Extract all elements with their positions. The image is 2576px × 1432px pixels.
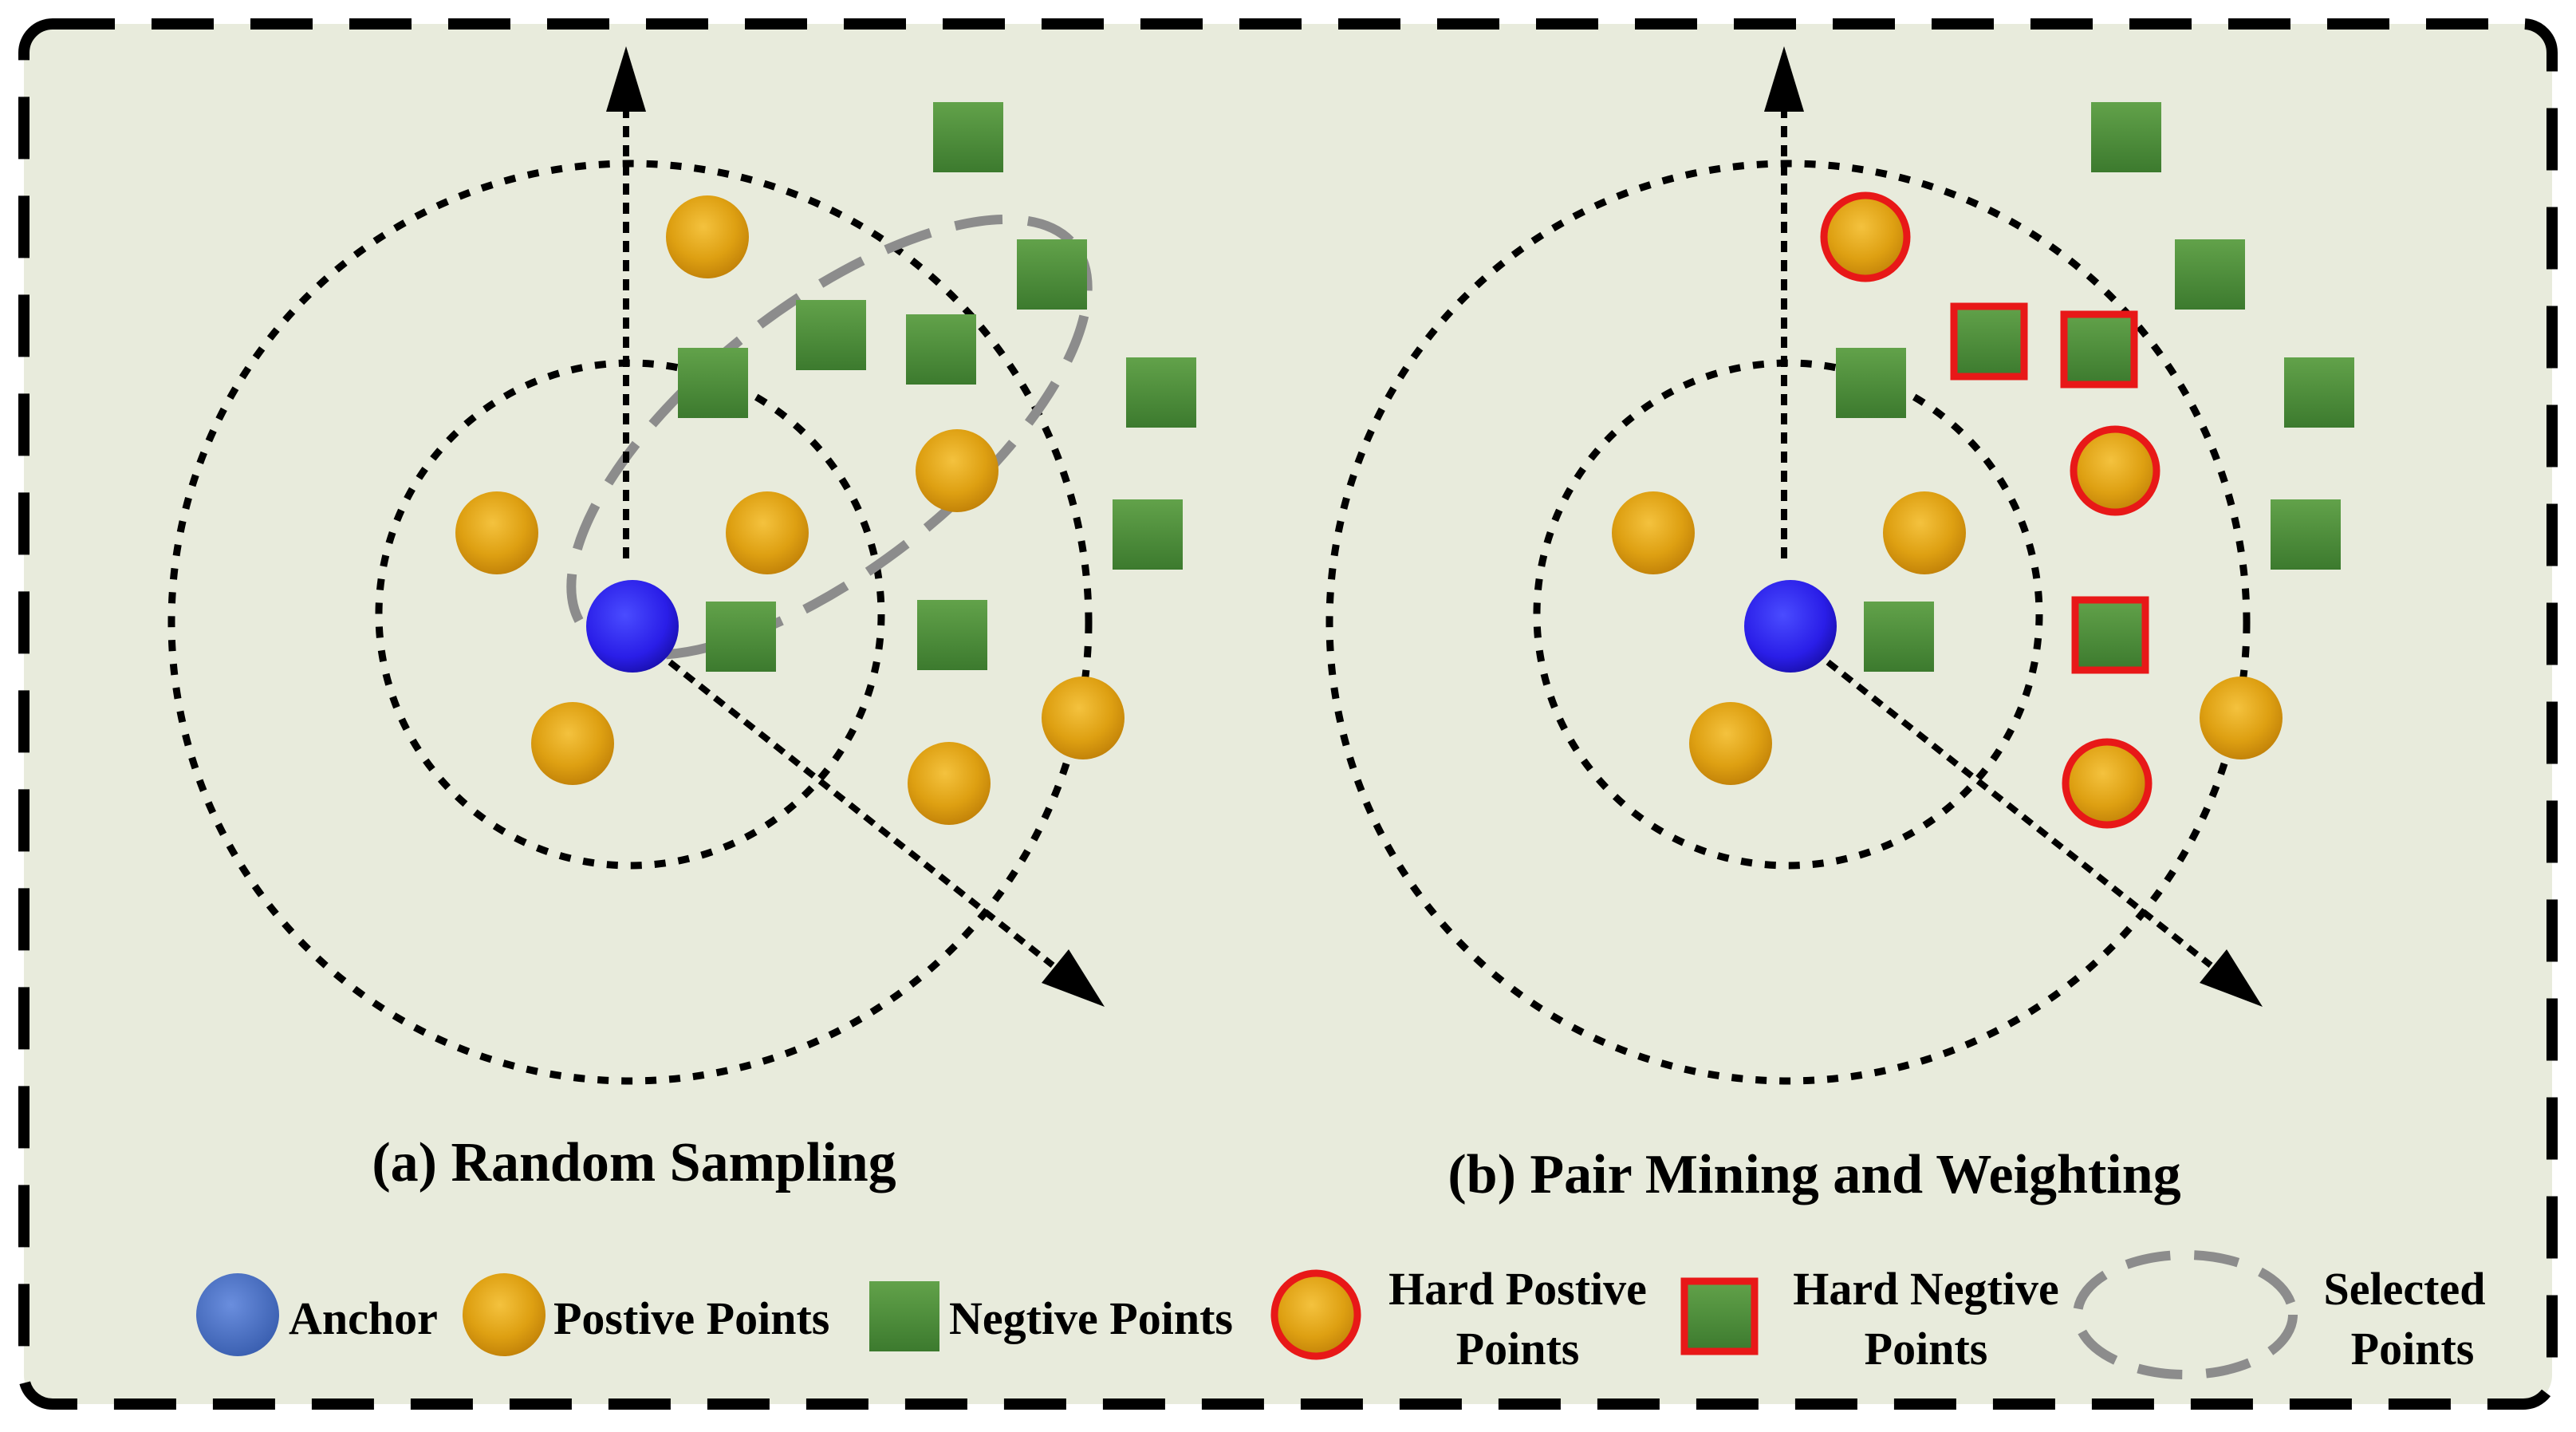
legend-positive-icon [463, 1273, 546, 1356]
legend-hard-negative-label-line2: Points [1865, 1323, 1988, 1375]
hard-positive-point [2062, 738, 2153, 829]
hard-negative-point [2071, 596, 2149, 674]
panel-pair-mining-weighting: (b) Pair Mining and Weighting [1325, 46, 2354, 1205]
legend-hard-positive-label-line1: Hard Postive [1388, 1263, 1647, 1315]
negative-point [1126, 357, 1196, 428]
outer-distance-circle [1325, 160, 2251, 1085]
legend-hard-negative-icon [1680, 1277, 1759, 1355]
diagonal-arrowhead [1042, 949, 1105, 1007]
negative-point [933, 102, 1003, 172]
negative-point [2271, 499, 2341, 570]
diagonal-axis-arrow [668, 659, 1055, 968]
hard-negative-point [1950, 302, 2028, 381]
legend: Anchor Postive Points Negtive Points Har… [196, 1250, 2486, 1379]
legend-selected-icon [2073, 1250, 2298, 1379]
outer-distance-circle [167, 160, 1093, 1085]
negative-point [2284, 357, 2354, 428]
positive-point [1883, 491, 1966, 574]
legend-negative-icon [869, 1281, 939, 1351]
legend-hard-negative-label-line1: Hard Negtive [1793, 1263, 2058, 1315]
anchor-point [586, 580, 679, 673]
negative-point [1836, 348, 1906, 418]
legend-hard-positive-icon [1270, 1269, 1361, 1360]
panel-random-sampling: (a) Random Sampling [167, 46, 1196, 1193]
legend-anchor-label: Anchor [289, 1292, 438, 1344]
legend-selected-label-line2: Points [2351, 1323, 2475, 1375]
legend-hard-positive-label-line2: Points [1456, 1323, 1580, 1375]
positive-point [1042, 677, 1125, 759]
legend-anchor-icon [196, 1273, 279, 1356]
positive-point [916, 429, 998, 512]
hard-negative-point [2060, 310, 2138, 389]
vertical-arrowhead [1764, 46, 1804, 112]
negative-point [796, 300, 866, 370]
negative-point [1017, 239, 1087, 310]
positive-point [455, 491, 538, 574]
hard-negative-points [1950, 302, 2149, 674]
positive-point [1612, 491, 1695, 574]
positive-point [908, 742, 991, 825]
legend-selected-label-line1: Selected [2324, 1263, 2486, 1315]
negative-points [1836, 102, 2354, 672]
positive-point [666, 195, 749, 278]
negative-point [917, 600, 987, 670]
negative-point [706, 602, 776, 672]
legend-positive-label: Postive Points [553, 1292, 829, 1344]
anchor-point [1744, 580, 1837, 673]
negative-point [1113, 499, 1183, 570]
positive-point [2200, 677, 2283, 759]
negative-point [906, 314, 976, 385]
hard-positive-point [2070, 425, 2160, 516]
background-frame [18, 18, 2558, 1410]
diagonal-arrowhead [2200, 949, 2263, 1007]
inner-distance-circle [375, 359, 885, 870]
positive-point [726, 491, 809, 574]
positive-point [531, 702, 614, 785]
positive-point [1689, 702, 1772, 785]
panel-b-caption: (b) Pair Mining and Weighting [1448, 1144, 2180, 1205]
hard-positive-points [1820, 191, 2160, 829]
negative-point [2175, 239, 2245, 310]
vertical-arrowhead [606, 46, 646, 112]
positive-points [455, 195, 1125, 825]
negative-points [678, 102, 1196, 672]
legend-negative-label: Negtive Points [949, 1292, 1233, 1344]
negative-point [2091, 102, 2161, 172]
panel-a-caption: (a) Random Sampling [372, 1132, 896, 1193]
positive-points [1612, 491, 2283, 785]
inner-distance-circle [1533, 359, 2043, 870]
diagonal-axis-arrow [1826, 659, 2213, 968]
negative-point [1864, 602, 1934, 672]
negative-point [678, 348, 748, 418]
hard-positive-point [1820, 191, 1911, 282]
